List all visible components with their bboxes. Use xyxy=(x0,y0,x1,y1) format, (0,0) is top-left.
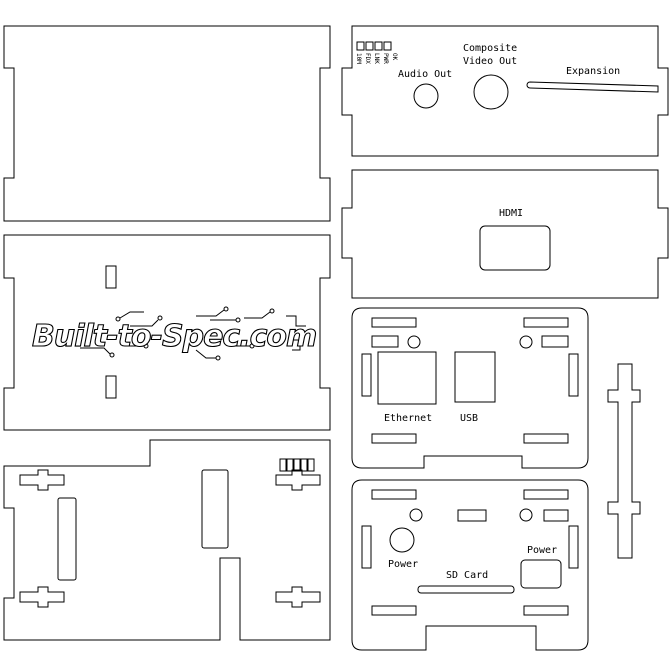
usb-label: USB xyxy=(460,413,478,424)
hdmi-cutout xyxy=(479,225,551,271)
svg-text:LNK: LNK xyxy=(373,53,380,64)
logo-panel-slot-bottom xyxy=(105,375,117,399)
usb-cutout xyxy=(454,351,496,403)
base-led-windows xyxy=(279,458,315,472)
audio-out-label: Audio Out xyxy=(398,69,452,80)
expansion-slot xyxy=(526,81,659,93)
board-bottom-mount-hole-left xyxy=(409,508,423,522)
ethernet-cutout xyxy=(377,351,437,405)
board-top-mount-hole-right xyxy=(519,335,533,349)
base-clip-bottom-right xyxy=(275,586,321,608)
panel-connectors xyxy=(341,25,669,157)
panel-board-top xyxy=(351,307,589,469)
logo-text: Built-to-Spec.com xyxy=(32,319,316,354)
base-led-window xyxy=(307,458,315,472)
base-slot-long-left xyxy=(57,497,77,581)
base-clip-bottom-left xyxy=(19,586,65,608)
led-windows xyxy=(356,41,392,51)
panel-logo xyxy=(3,234,331,431)
composite-video-label-line1: Composite xyxy=(463,43,517,54)
base-led-window xyxy=(279,458,287,472)
audio-out-hole xyxy=(413,83,439,109)
power-label-right: Power xyxy=(527,545,557,556)
sd-card-label: SD Card xyxy=(446,570,488,581)
panel-top-left xyxy=(3,25,331,222)
expansion-label: Expansion xyxy=(566,66,620,77)
hdmi-label: HDMI xyxy=(499,208,523,219)
power-label-left: Power xyxy=(388,559,418,570)
board-bottom-slots xyxy=(361,489,579,616)
composite-video-hole xyxy=(473,74,509,110)
power-hole xyxy=(389,527,415,553)
side-rail xyxy=(607,363,641,559)
composite-video-label-line2: Video Out xyxy=(463,56,517,67)
base-slot-center xyxy=(201,469,229,549)
logo-circuit-traces xyxy=(80,306,306,361)
base-clip-top-left xyxy=(19,469,65,491)
board-top-mount-hole-left xyxy=(407,335,421,349)
board-bottom-mount-hole-right xyxy=(519,508,533,522)
base-led-window xyxy=(293,458,301,472)
svg-text:OK: OK xyxy=(391,53,398,61)
sd-card-slot xyxy=(417,585,515,594)
board-top-slots xyxy=(361,317,579,444)
base-led-window xyxy=(300,458,308,472)
base-led-window xyxy=(286,458,294,472)
svg-text:10M: 10M xyxy=(355,53,362,64)
svg-text:PWR: PWR xyxy=(382,53,389,64)
svg-text:FDX: FDX xyxy=(364,53,371,64)
panel-base xyxy=(3,439,331,641)
power-cutout xyxy=(520,559,562,589)
ethernet-label: Ethernet xyxy=(384,413,432,424)
logo-panel-slot-top xyxy=(105,265,117,289)
led-labels: 10M FDX LNK PWR OK xyxy=(355,53,398,64)
panel-hdmi xyxy=(341,169,669,299)
base-clip-top-right xyxy=(275,469,321,491)
panel-board-bottom xyxy=(351,479,589,651)
